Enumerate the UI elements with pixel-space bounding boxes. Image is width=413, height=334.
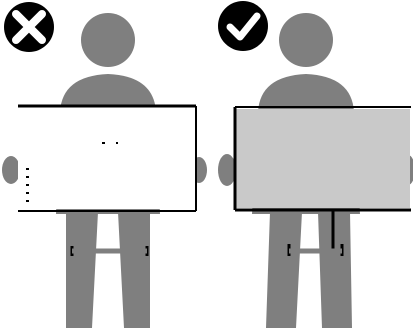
panel-correct [235,107,411,210]
person-hand-left-a [2,156,20,184]
panel-incorrect [18,106,196,211]
check-circle-icon [218,1,268,51]
person-head-right [279,13,333,67]
cross-circle-icon [4,2,54,52]
scene-incorrect [2,2,207,328]
person-head-left [81,13,135,67]
person-hand-right-a [218,154,236,186]
person-legs-left [66,212,150,328]
scene-correct [218,1,413,328]
person-legs-right [266,212,352,328]
